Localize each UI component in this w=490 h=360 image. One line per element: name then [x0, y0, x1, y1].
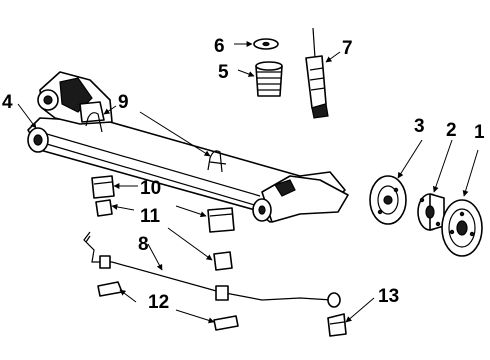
- callout-4: 4: [2, 92, 13, 113]
- stabilizer-link-bracket: [97, 281, 239, 331]
- callout-12: 12: [148, 292, 169, 313]
- callout-2: 2: [446, 120, 457, 141]
- stabilizer-bushing: [95, 199, 233, 271]
- jounce-bumper: [255, 61, 283, 97]
- brake-drum: [441, 199, 483, 257]
- callout-9: 9: [118, 92, 129, 113]
- spring-insulator: [253, 38, 279, 50]
- stabilizer-bar: [83, 231, 341, 308]
- rear-axle-beam: [27, 71, 349, 223]
- callout-5: 5: [218, 62, 229, 83]
- shock-absorber: [305, 27, 329, 119]
- stabilizer-bracket: [91, 175, 235, 233]
- stabilizer-end-bracket: [327, 313, 347, 337]
- callout-13: 13: [378, 286, 399, 307]
- callout-8: 8: [138, 234, 149, 255]
- brake-backing-plate: [369, 175, 407, 225]
- callout-6: 6: [214, 36, 225, 57]
- callout-11: 11: [140, 206, 161, 227]
- callout-1: 1: [474, 122, 485, 143]
- callout-10: 10: [140, 178, 161, 199]
- callout-3: 3: [414, 116, 425, 137]
- callout-7: 7: [342, 38, 353, 59]
- u-bolt-clamp: [85, 112, 227, 173]
- hub-bearing: [417, 193, 445, 231]
- leader-lines: [17, 41, 479, 324]
